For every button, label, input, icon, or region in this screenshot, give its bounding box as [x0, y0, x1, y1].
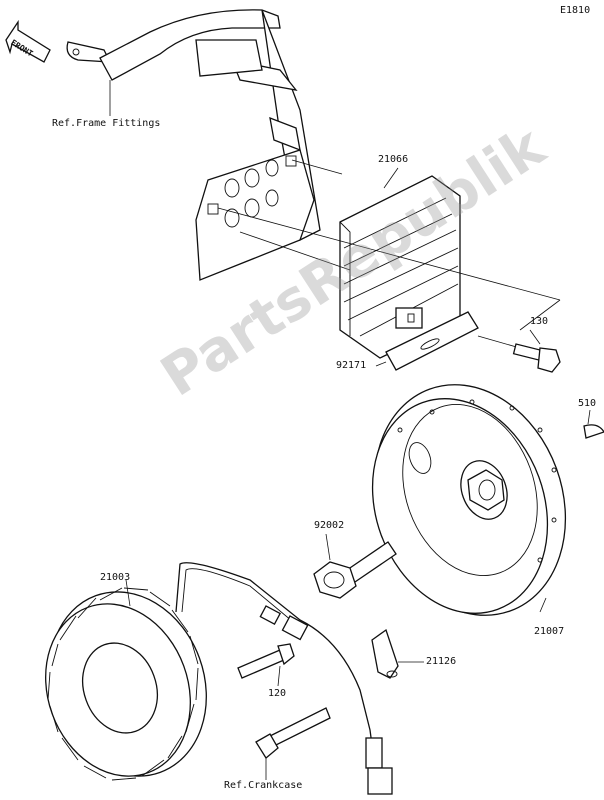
label-leaders: [109, 80, 591, 780]
label-92171: 92171: [336, 360, 367, 371]
bolt-92002: [313, 541, 397, 599]
regulator-rectifier: [339, 175, 461, 359]
label-130: 130: [530, 316, 549, 327]
bolt-130: [512, 343, 561, 373]
diagram-code: E1810: [560, 5, 591, 16]
plate-92171: [385, 311, 479, 371]
label-120: 120: [268, 688, 287, 699]
label-21066: 21066: [378, 154, 409, 165]
label-frame-fittings: Ref.Frame Fittings: [52, 118, 161, 129]
label-92002: 92002: [314, 520, 345, 531]
bolt-120: [237, 643, 295, 679]
label-crankcase: Ref.Crankcase: [224, 780, 303, 791]
label-21007: 21007: [534, 626, 565, 637]
label-21003: 21003: [100, 572, 131, 583]
assembly-lines: [217, 159, 561, 349]
rotor-21007: [371, 384, 567, 616]
frame-bracket: [66, 9, 321, 281]
key-510: [583, 424, 604, 439]
stator-21003: [45, 587, 207, 781]
bolt-crankcase: [255, 707, 331, 759]
label-510: 510: [578, 398, 597, 409]
label-21126: 21126: [426, 656, 457, 667]
clamp-21126: [371, 628, 399, 679]
front-arrow-icon: [5, 19, 51, 63]
wire-harness: [175, 562, 393, 795]
